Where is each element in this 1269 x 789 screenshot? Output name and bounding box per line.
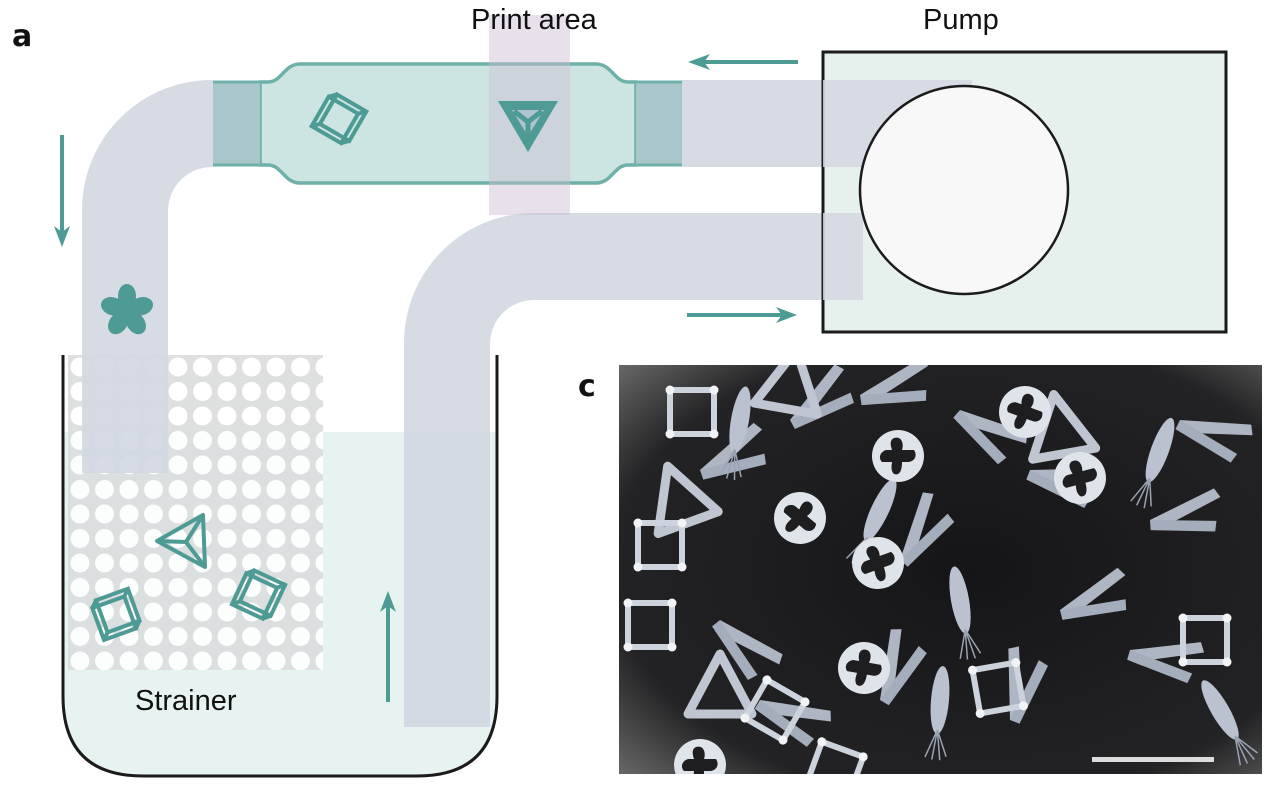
flower-particle [100,284,154,335]
photo-disc [872,430,924,482]
strainer-label: Strainer [135,685,237,717]
flow-arrow-bottom [687,307,797,323]
supply-pipe [404,213,860,727]
pump-rotor [858,84,1070,296]
flow-arrow-top [688,54,798,70]
chamber-connector-left [213,82,260,165]
panel-label-a: a [12,19,33,54]
print-area-label: Print area [471,4,597,36]
panel-label-c: c [578,369,596,404]
flow-arrow-left [54,135,70,247]
photo-disc [674,739,726,774]
flow-arrow-container [380,591,396,702]
chamber-connector-right [636,82,682,165]
print-chamber [213,62,682,185]
tetrahedron-particle-strainer [155,513,207,569]
scale-bar [1092,757,1214,762]
pump-label: Pump [923,4,999,36]
microparticle-photo [619,365,1262,774]
pump [821,50,1228,334]
tetrahedron-particle-print [498,101,558,152]
return-pipe [82,80,213,473]
